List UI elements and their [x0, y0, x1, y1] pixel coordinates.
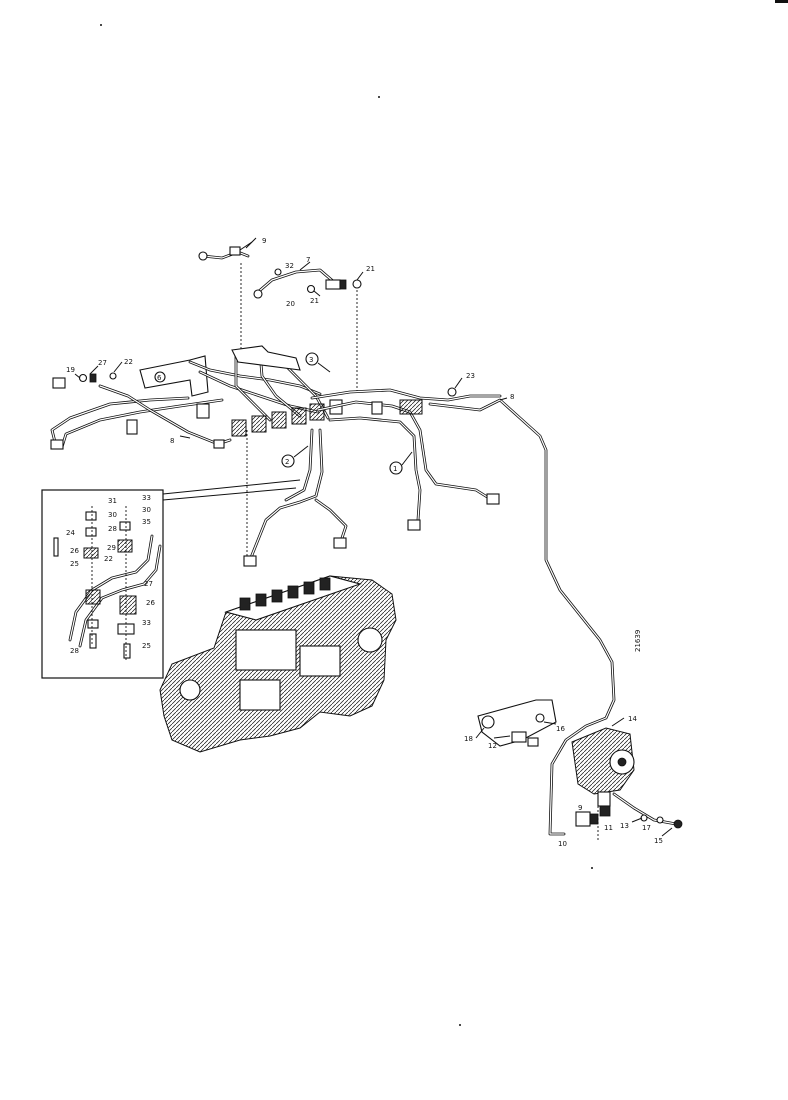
callout-28-inset: 28 [70, 647, 79, 655]
callout-29: 29 [107, 544, 116, 552]
circled-callouts [281, 352, 413, 475]
injection-pipe-harness: 6 [50, 345, 616, 836]
callout-26: 26 [70, 547, 79, 555]
callout-27: 27 [98, 359, 107, 367]
callout-8-right: 8 [510, 393, 514, 401]
part-number-labels: 9 7 32 21 20 21 3 19 27 22 23 8 8 2 1 31… [66, 237, 663, 848]
callout-14: 14 [628, 715, 637, 723]
callout-33-inset: 33 [142, 619, 151, 627]
callout-12: 12 [488, 742, 497, 750]
callout-23: 23 [466, 372, 475, 380]
callout-11: 11 [604, 824, 613, 832]
callout-25-inset-top: 25 [70, 560, 79, 568]
callout-22: 22 [124, 358, 133, 366]
leader-lines [245, 237, 673, 837]
feed-pump-assembly [477, 699, 683, 840]
callout-30: 30 [108, 511, 117, 519]
callout-21-top: 21 [366, 265, 375, 273]
callout-32: 32 [285, 262, 294, 270]
callout-9-bottom: 9 [578, 804, 582, 812]
callout-26-inset: 26 [146, 599, 155, 607]
callout-8-left: 8 [170, 437, 174, 445]
callout-13: 13 [620, 822, 629, 830]
callout-25-inset: 25 [142, 642, 151, 650]
scan-specks [100, 0, 788, 1026]
callout-35: 35 [142, 518, 151, 526]
callout-7: 7 [306, 256, 310, 264]
callout-10: 10 [558, 840, 567, 848]
callout-27-inset: 27 [144, 580, 153, 588]
drawing-number: 21639 [634, 630, 642, 652]
callout-18: 18 [464, 735, 473, 743]
callout-16: 16 [556, 725, 565, 733]
callout-15: 15 [654, 837, 663, 845]
callout-2: 2 [285, 458, 289, 466]
detail-inset [41, 479, 301, 679]
svg-text:6: 6 [157, 374, 162, 382]
delivery-valve-row [239, 577, 331, 611]
callout-17: 17 [642, 824, 651, 832]
fitting-group-left [52, 361, 463, 439]
injection-pump [159, 575, 397, 753]
callout-20: 20 [286, 300, 295, 308]
callout-21-mid: 21 [310, 297, 319, 305]
callout-31: 31 [108, 497, 117, 505]
callout-33-top: 33 [142, 494, 151, 502]
callout-3: 3 [309, 356, 313, 364]
callout-30b: 30 [142, 506, 151, 514]
callout-1: 1 [393, 465, 397, 473]
callout-22-inset: 22 [104, 555, 113, 563]
callout-28: 28 [108, 525, 117, 533]
callout-9-top: 9 [262, 237, 266, 245]
callout-19: 19 [66, 366, 75, 374]
callout-24: 24 [66, 529, 75, 537]
return-pipe-assembly [198, 241, 364, 392]
